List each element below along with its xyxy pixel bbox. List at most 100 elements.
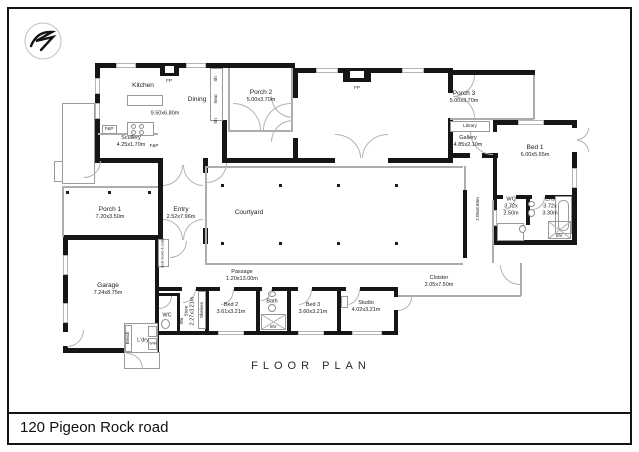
kitchen-island — [127, 95, 163, 106]
wall-segment — [572, 152, 577, 245]
room-label-laundry: L'dry — [137, 337, 149, 344]
plan-title: FLOOR PLAN — [251, 360, 371, 372]
wall-segment — [205, 287, 209, 335]
wall-segment — [256, 287, 260, 335]
wall-segment — [203, 158, 208, 173]
fireplace-notch — [350, 71, 364, 78]
wall-segment — [287, 287, 291, 335]
passage-edge-line — [205, 263, 463, 265]
window-marker — [95, 78, 100, 94]
wall-segment — [293, 138, 298, 163]
wall-segment — [493, 120, 497, 132]
wall-segment — [63, 238, 68, 332]
label-shelves: Shelves — [199, 301, 205, 319]
column-post — [395, 184, 398, 187]
wall-segment — [293, 158, 335, 163]
window-marker — [402, 68, 424, 73]
courtyard-edge-line — [205, 166, 207, 264]
toilet-icon — [268, 304, 276, 312]
plan-border-frame — [7, 7, 632, 445]
stove-burner-icon — [139, 130, 144, 135]
room-label-bath: Bath — [266, 298, 278, 305]
label-library: Library — [463, 123, 477, 129]
room-label-courtyard: Courtyard — [234, 208, 264, 216]
shelves-cabinet — [198, 291, 206, 329]
wall-segment — [155, 238, 159, 288]
window-marker — [95, 103, 100, 119]
room-label-dining: Dining — [187, 95, 207, 103]
wall-segment — [448, 70, 535, 75]
stove-burner-icon — [131, 130, 136, 135]
column-post — [66, 191, 69, 194]
wall-segment — [158, 158, 163, 243]
label-f-and-p: F&P — [149, 143, 159, 149]
wall-segment — [482, 153, 498, 158]
wall-segment — [448, 118, 453, 163]
stove-burner-icon — [139, 124, 144, 129]
label-wm: W/M — [149, 341, 157, 346]
wall-segment — [337, 287, 341, 335]
porch2-edge-line — [228, 68, 230, 131]
label-sh: Sh — [213, 76, 219, 82]
step-outline — [54, 161, 63, 182]
cloister-edge-line — [492, 200, 494, 263]
window-marker — [63, 255, 68, 275]
wall-segment — [312, 287, 346, 291]
label-seat-nooks: Seat nooks & coats — [160, 237, 165, 269]
wall-segment — [63, 235, 158, 240]
column-post — [279, 184, 282, 187]
wall-segment — [493, 195, 503, 199]
toilet-icon — [528, 209, 535, 217]
wall-segment — [448, 68, 453, 93]
window-marker — [298, 331, 324, 335]
wall-segment — [95, 158, 163, 163]
label-f-and-p: F&P — [104, 126, 114, 132]
shower-tray — [261, 314, 286, 330]
cloister-edge-line — [398, 295, 521, 297]
label-sh: Sh — [213, 118, 219, 124]
porch3-edge-line — [450, 118, 534, 120]
window-marker — [218, 331, 244, 335]
porch3-edge-line — [533, 75, 535, 119]
porch1-edge-line — [62, 186, 158, 188]
courtyard-edge-line — [205, 166, 463, 168]
label-seat: Seat — [213, 94, 219, 104]
column-post — [108, 191, 111, 194]
wall-segment — [272, 287, 298, 291]
shower-tray — [548, 221, 571, 239]
wall-segment — [293, 68, 298, 98]
sink-box — [148, 326, 157, 337]
column-post — [279, 242, 282, 245]
dims-dining: 9.50x6.80m — [150, 110, 180, 117]
column-post — [221, 242, 224, 245]
wall-segment — [493, 155, 497, 198]
wall-segment — [394, 287, 398, 297]
window-marker — [186, 63, 206, 68]
address-text: 120 Pigeon Rock road — [20, 419, 169, 436]
wall-segment — [155, 287, 182, 291]
window-marker — [116, 63, 136, 68]
porch2-edge-line — [228, 130, 293, 132]
window-marker — [316, 68, 338, 73]
label-shr: Shr — [555, 233, 563, 239]
column-post — [337, 242, 340, 245]
wall-segment — [228, 63, 295, 68]
window-marker — [518, 120, 544, 125]
logo — [22, 20, 64, 62]
wall-segment — [493, 240, 577, 245]
wall-segment — [394, 310, 398, 335]
cloister-edge-line — [520, 263, 522, 296]
title-bar-divider — [7, 412, 632, 414]
dims-cloister-wing: 2.05x8.60m — [475, 197, 481, 221]
column-post — [148, 191, 151, 194]
